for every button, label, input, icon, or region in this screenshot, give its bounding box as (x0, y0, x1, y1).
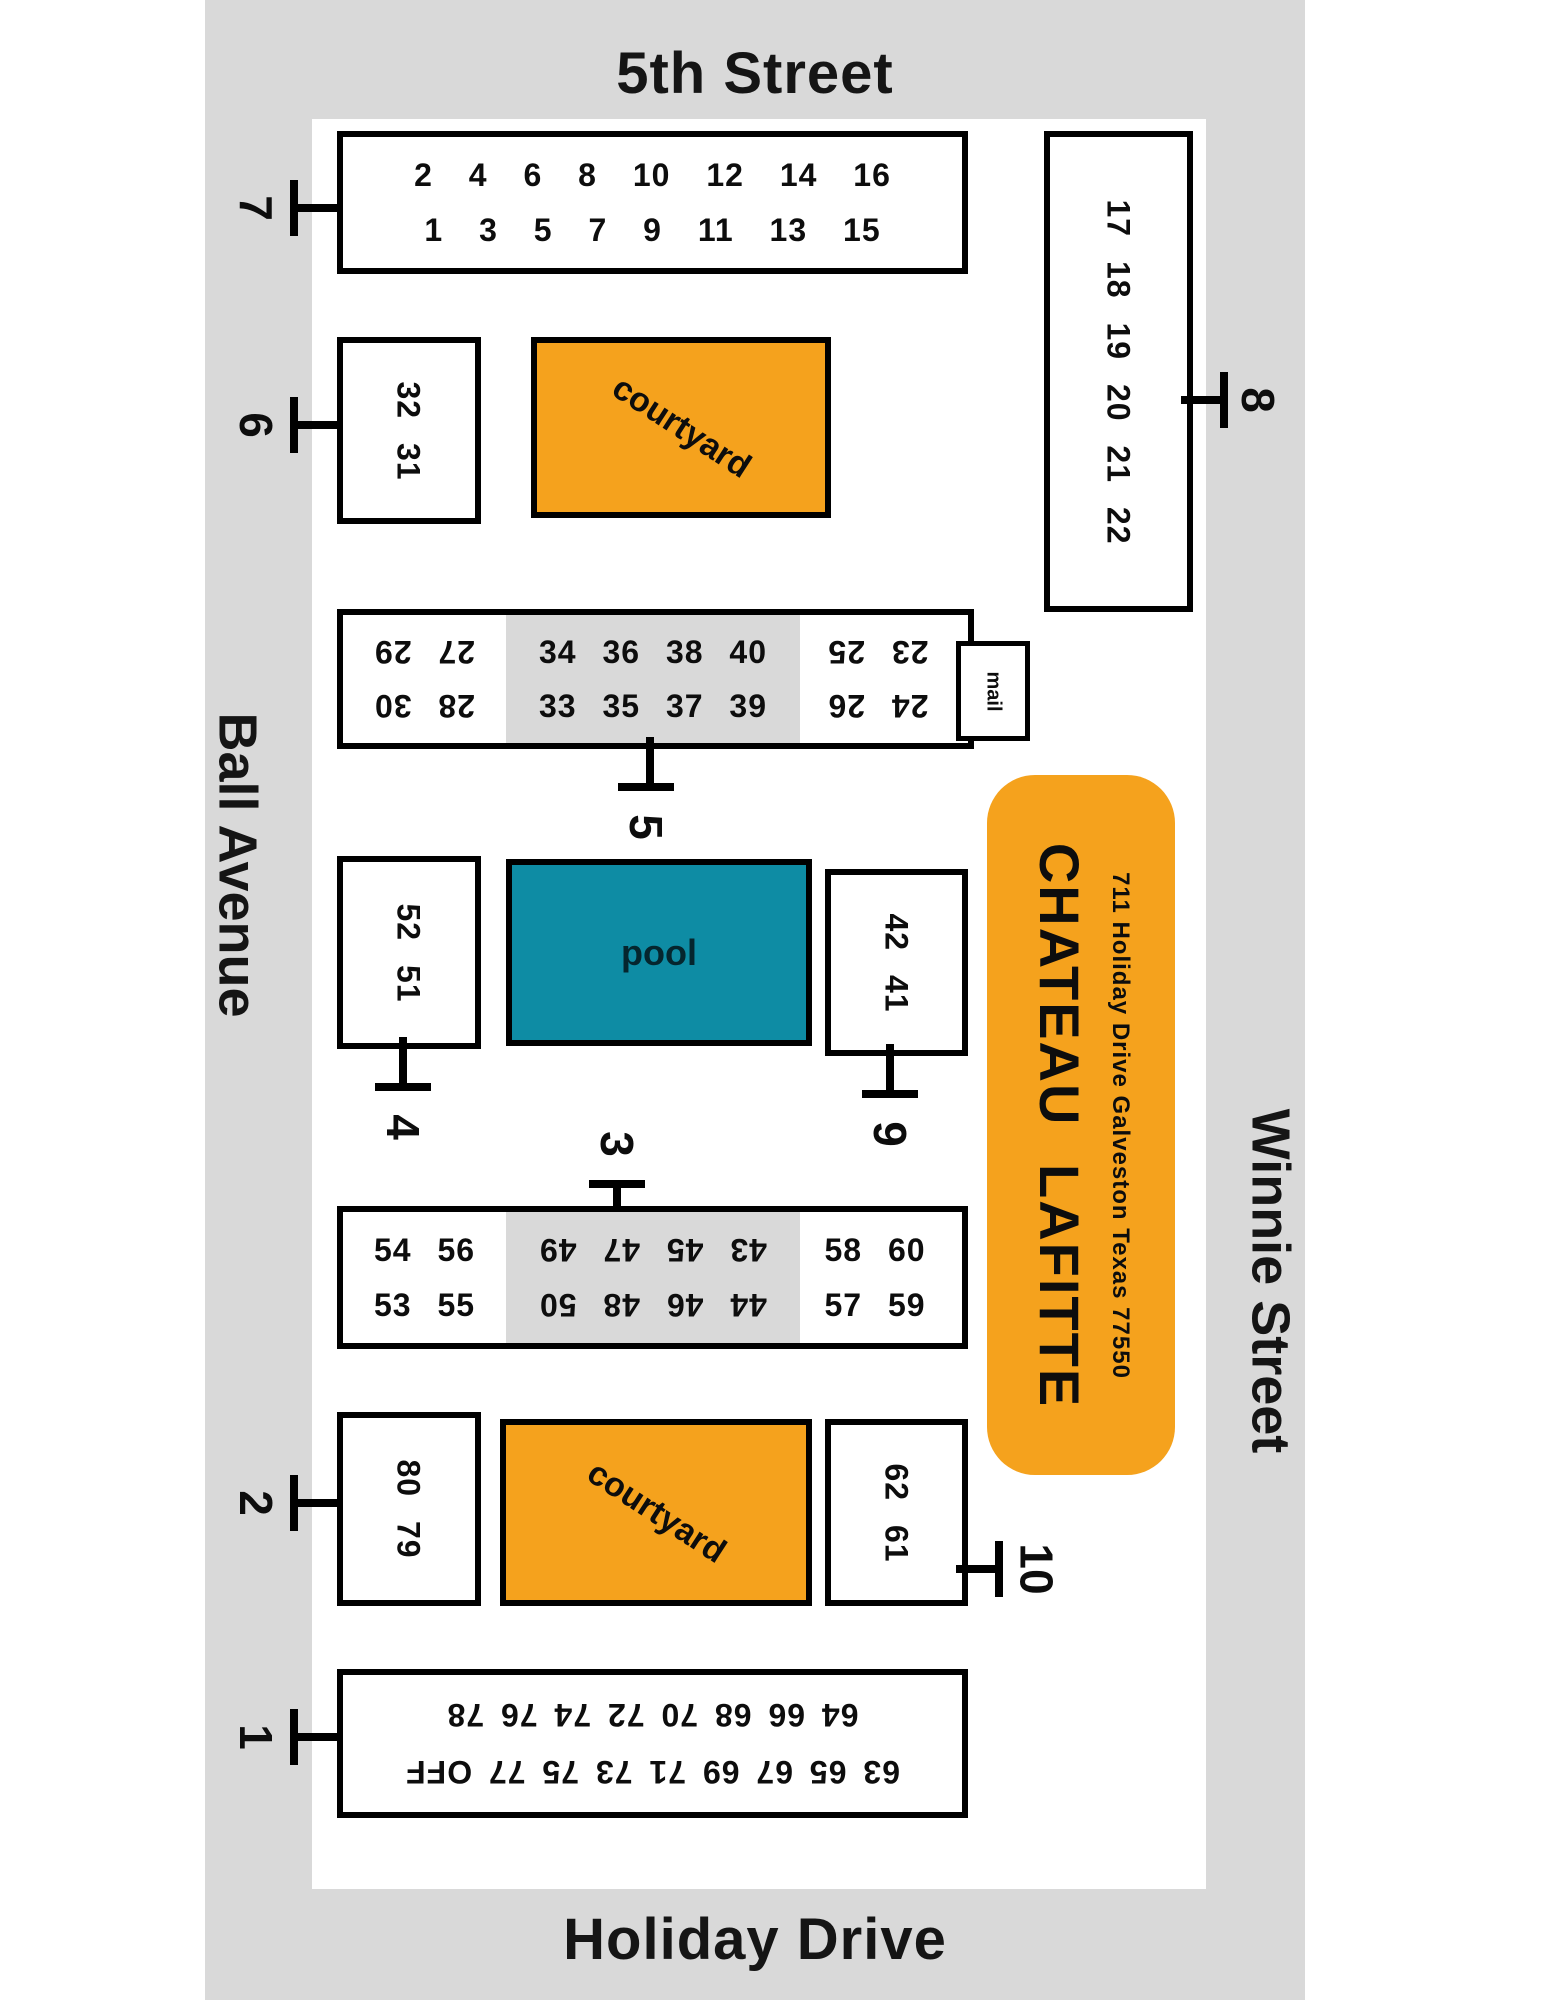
unit-row: 17 18 19 20 21 22 (1100, 198, 1137, 545)
courtyard-bottom-label: courtyard (580, 1453, 733, 1571)
building-6-number: 6 (230, 412, 282, 438)
unit-row: 58 60 (824, 1232, 926, 1269)
label-tick (290, 397, 298, 453)
unit-row: 80 79 (390, 1459, 427, 1559)
label-tick (1220, 372, 1228, 428)
building-1-number: 1 (230, 1724, 282, 1750)
building-2-number: 2 (230, 1490, 282, 1516)
street-label-winnie-street: Winnie Street (1240, 1108, 1301, 1454)
courtyard-top-label: courtyard (605, 368, 758, 486)
street-label-ball-avenue-wrap: Ball Avenue (208, 655, 269, 1075)
unit-row: 23 25 (827, 634, 929, 671)
unit-row: 57 59 (824, 1286, 926, 1323)
label-tick (298, 1499, 337, 1507)
building-9-number: 9 (864, 1121, 916, 1147)
label-tick (1181, 396, 1220, 404)
street-label-ball-avenue: Ball Avenue (208, 712, 269, 1018)
unit-row: 52 51 (390, 902, 427, 1003)
unit-row: 43 45 47 49 (538, 1232, 768, 1269)
building-3: 54 56 53 55 44 46 48 50 43 45 47 49 58 6… (337, 1206, 968, 1349)
unit-section-highlighted: 44 46 48 50 43 45 47 49 (506, 1212, 800, 1343)
label-tick (298, 204, 337, 212)
label-tick (290, 180, 298, 236)
unit-row: 34 36 38 40 (538, 634, 768, 671)
building-6: 32 31 (337, 337, 481, 524)
pool-label: pool (621, 931, 697, 973)
unit-row: 54 56 (373, 1232, 476, 1269)
building-5-number: 5 (620, 814, 672, 840)
unit-section: 54 56 53 55 (343, 1212, 506, 1343)
label-tick (862, 1090, 918, 1098)
building-4-number: 4 (377, 1114, 429, 1140)
unit-row: 27 29 (373, 634, 476, 671)
building-6-label: 6 (230, 397, 282, 453)
building-3-label: 3 (591, 1116, 643, 1172)
unit-section: 24 26 23 25 (800, 615, 956, 743)
building-3-number: 3 (591, 1131, 643, 1157)
unit-row: 2 4 6 8 10 12 14 16 (414, 157, 891, 194)
unit-row: 53 55 (373, 1286, 476, 1323)
unit-row: 42 41 (878, 912, 915, 1013)
building-10-number: 10 (1010, 1543, 1063, 1595)
building-2-label: 2 (230, 1475, 282, 1531)
pool: pool (506, 859, 812, 1046)
building-4: 52 51 (337, 856, 481, 1049)
unit-row: 63 65 67 69 71 73 75 77 OFF (405, 1753, 900, 1790)
unit-section-highlighted: 34 36 38 40 33 35 37 39 (506, 615, 800, 743)
unit-row: 64 66 68 70 72 74 76 78 (446, 1697, 859, 1734)
building-8: 17 18 19 20 21 22 (1044, 131, 1193, 612)
label-tick (618, 783, 674, 791)
building-5: 28 30 27 29 34 36 38 40 33 35 37 39 24 2… (337, 609, 974, 749)
building-7: 2 4 6 8 10 12 14 16 1 3 5 7 9 11 13 15 (337, 131, 968, 274)
label-tick (613, 1188, 621, 1206)
unit-row: 28 30 (373, 687, 476, 724)
building-9: 42 41 (825, 869, 968, 1056)
unit-row: 44 46 48 50 (538, 1286, 768, 1323)
building-9-label: 9 (864, 1106, 916, 1162)
label-tick (298, 1733, 337, 1741)
courtyard-top: courtyard (531, 337, 831, 518)
brand-address: 711 Holiday Drive Galveston Texas 77550 (1107, 871, 1135, 1379)
label-tick (589, 1180, 645, 1188)
building-5-label: 5 (620, 799, 672, 855)
mail-room-label: mail (982, 670, 1005, 712)
building-8-label: 8 (1232, 372, 1284, 428)
label-tick (956, 1565, 995, 1573)
label-tick (995, 1541, 1003, 1597)
brand-title: CHATEAU LAFITTE (1028, 842, 1092, 1408)
unit-section: 58 60 57 59 (800, 1212, 950, 1343)
label-tick (399, 1037, 407, 1083)
label-tick (646, 737, 654, 783)
building-4-label: 4 (377, 1099, 429, 1155)
unit-row: 24 26 (827, 687, 929, 724)
building-7-number: 7 (230, 195, 282, 221)
label-tick (290, 1475, 298, 1531)
street-label-5th-street: 5th Street (616, 41, 894, 106)
building-1: 63 65 67 69 71 73 75 77 OFF 64 66 68 70 … (337, 1669, 968, 1818)
mail-room: mail (956, 641, 1030, 741)
building-1-label: 1 (230, 1709, 282, 1765)
street-label-winnie-street-wrap: Winnie Street (1240, 1046, 1301, 1516)
label-tick (298, 421, 337, 429)
unit-section: 28 30 27 29 (343, 615, 506, 743)
unit-row: 1 3 5 7 9 11 13 15 (424, 211, 881, 248)
label-tick (375, 1083, 431, 1091)
building-7-label: 7 (230, 180, 282, 236)
building-10: 62 61 (825, 1419, 968, 1606)
street-label-holiday-drive: Holiday Drive (563, 1907, 947, 1972)
unit-row: 62 61 (878, 1462, 915, 1563)
courtyard-bottom: courtyard (500, 1419, 812, 1606)
building-8-number: 8 (1232, 387, 1284, 413)
unit-row: 32 31 (390, 380, 427, 481)
unit-row: 33 35 37 39 (538, 687, 768, 724)
label-tick (886, 1044, 894, 1090)
label-tick (290, 1709, 298, 1765)
building-2: 80 79 (337, 1412, 481, 1606)
building-10-label: 10 (1007, 1537, 1067, 1601)
brand-badge: 711 Holiday Drive Galveston Texas 77550 … (987, 775, 1175, 1475)
brand-badge-text: 711 Holiday Drive Galveston Texas 77550 … (1028, 842, 1135, 1407)
